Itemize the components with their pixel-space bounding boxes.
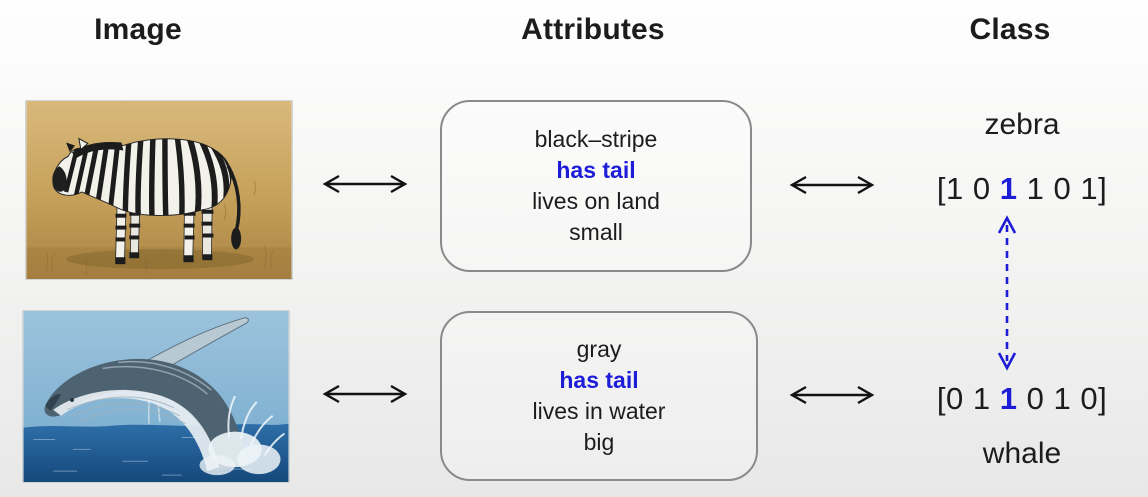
attributes-box-whale: gray has tail lives in water big [440,311,758,481]
whale-image [22,310,290,483]
vector-digit: 1 [999,381,1018,416]
attribute-text: has tail [559,367,639,393]
vector-digit: 1 [1080,171,1099,206]
class-label-zebra: zebra [984,108,1060,141]
double-arrow-attributes-class-whale [789,385,875,405]
whale-illustration [23,311,289,482]
double-arrow-attributes-class-zebra [789,175,875,195]
attribute-text: big [583,429,615,455]
vector-digit: 0 [1080,381,1099,416]
vector-digit: 1 [972,381,991,416]
vector-digit: 0 [1026,381,1045,416]
vector-digit: 1 [999,171,1018,206]
attribute-text: small [569,219,623,245]
attribute-text: black–stripe [534,126,658,152]
vector-digit: 1 [1026,171,1045,206]
vector-digit: 0 [945,381,964,416]
attribute-text: lives on land [532,188,660,214]
dashed-double-arrow-shared-attribute [997,215,1017,371]
zebra-illustration [26,101,292,279]
attribute-text: gray [576,336,622,362]
vector-digit: 0 [972,171,991,206]
double-arrow-image-attributes-whale [322,384,408,404]
class-label-whale: whale [982,437,1062,470]
attribute-vector-zebra: [1 0 1 1 0 1] [936,171,1108,206]
vector-digit: 1 [945,171,964,206]
column-header-class: Class [969,13,1051,46]
vector-digit: 0 [1053,171,1072,206]
vector-digit: 1 [1053,381,1072,416]
attributes-box-zebra: black–stripe has tail lives on land small [440,100,752,272]
column-header-image: Image [94,13,182,46]
attribute-vector-whale: [0 1 1 0 1 0] [936,381,1108,416]
zebra-image [25,100,293,280]
double-arrow-image-attributes-zebra [322,174,408,194]
column-header-attributes: Attributes [521,13,665,46]
attribute-text: has tail [556,157,636,183]
attribute-text: lives in water [532,398,666,424]
